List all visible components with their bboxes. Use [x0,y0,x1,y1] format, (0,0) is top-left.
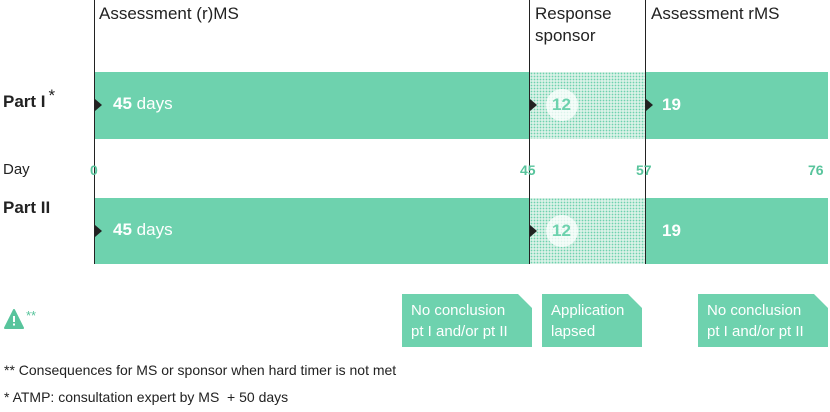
footnote-atmp: * ATMP: consultation expert by MS + 50 d… [4,389,289,405]
callout-fold-corner [628,294,642,308]
divider-day-0 [94,0,96,264]
callout-application-lapsed: Application lapsed [542,294,642,347]
divider-day-57 [645,0,647,264]
callout-no-conclusion-2-line1: No conclusion [707,302,802,319]
callout-no-conclusion-1: No conclusion pt I and/or pt II [402,294,532,347]
part1-assessment-bar [95,72,529,139]
part1-start-arrow [95,99,102,111]
part2-response-arrow [530,225,537,237]
callout-no-conclusion-2: No conclusion pt I and/or pt II [698,294,828,347]
callout-application-lapsed-line2: lapsed [551,323,596,340]
part2-duration-label: 45 days [113,220,173,239]
part1-rms-bar [646,72,828,139]
callout-application-lapsed-line1: Application [551,302,625,319]
day-tick-0: 0 [90,162,98,178]
part2-rms-days: 19 [662,221,681,240]
day-tick-45: 45 [520,162,536,178]
callout-no-conclusion-1-line1: No conclusion [411,302,506,319]
row-label-part2: Part II [3,198,51,217]
atmp-marker: * [48,86,56,105]
phase-response-sponsor-line2: sponsor [535,26,596,45]
day-tick-57: 57 [636,162,652,178]
callout-fold-corner [518,294,532,308]
part1-rms-arrow [646,99,653,111]
part1-rms-days: 19 [662,95,681,114]
phase-assessment-rms2: Assessment rMS [651,4,780,23]
footnote-hard-timer: ** Consequences for MS or sponsor when h… [4,362,397,378]
warning-legend: ** [4,308,37,329]
day-axis-label: Day [3,161,30,178]
part1-response-arrow [530,99,537,111]
callout-fold-corner [814,294,828,308]
warning-marker: ** [26,308,37,323]
callout-no-conclusion-1-line2: pt I and/or pt II [411,323,508,340]
divider-day-45 [529,0,531,264]
part1-response-circle [546,89,578,121]
part1-response-days: 12 [552,95,571,114]
day-tick-76: 76 [808,162,824,178]
part2-assessment-bar [95,198,529,264]
phase-assessment-rms: Assessment (r)MS [99,4,239,23]
part2-start-arrow [95,225,102,237]
part2-response-days: 12 [552,221,571,240]
part2-response-bar [530,198,645,264]
row-label-part1: Part I* [3,86,56,111]
warning-icon [4,309,24,329]
part2-rms-bar [646,198,828,264]
phase-response-sponsor-line1: Response [535,4,612,23]
part1-duration-label: 45 days [113,94,173,113]
callout-no-conclusion-2-line2: pt I and/or pt II [707,323,804,340]
part2-response-circle [546,215,578,247]
